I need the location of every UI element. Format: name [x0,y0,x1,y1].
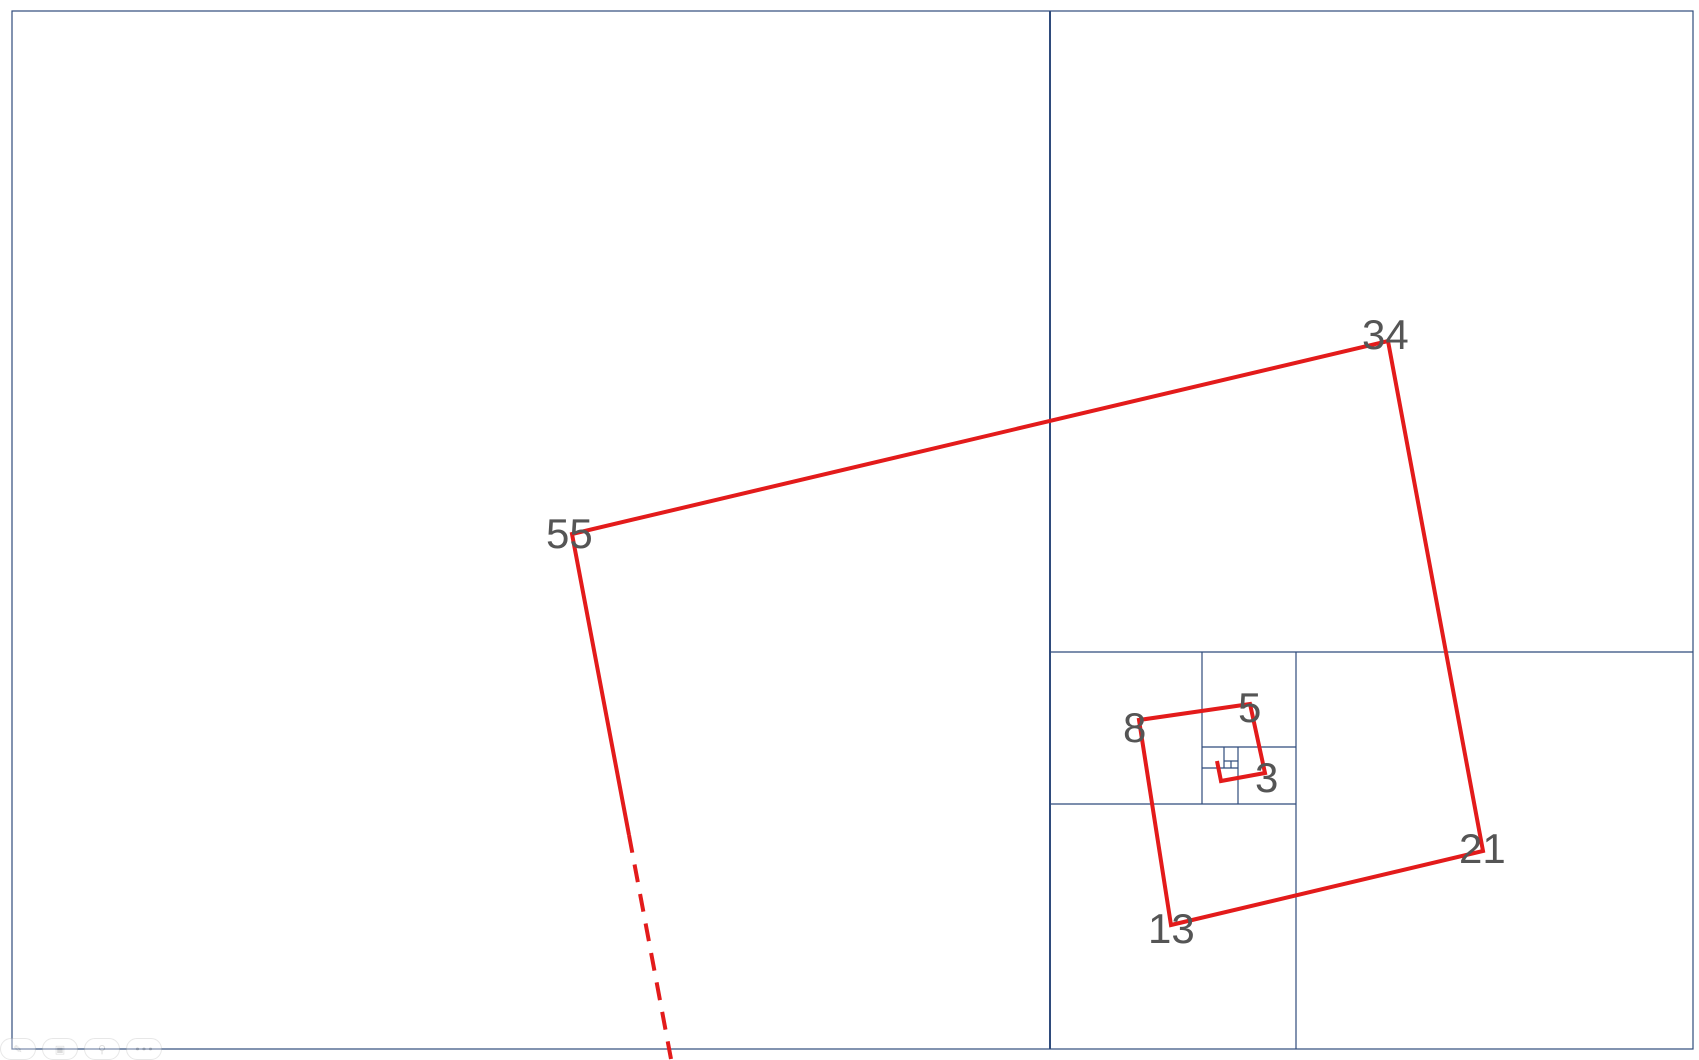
vertex-labels: 3 5 8 13 21 34 55 [546,311,1506,952]
label-55: 55 [546,510,593,557]
square-grid [11,10,1694,1050]
label-3: 3 [1255,754,1278,801]
spiral-solid [569,338,1486,928]
label-5: 5 [1238,684,1261,731]
spiral-dashed-extension [627,834,673,1060]
slide-toolbar: ✎ ▣ ⚲ ••• [0,1038,162,1060]
label-8: 8 [1123,704,1146,751]
outer-frame [11,10,1694,1050]
label-21: 21 [1459,825,1506,872]
pen-icon[interactable]: ✎ [0,1038,36,1060]
label-13: 13 [1148,905,1195,952]
label-34: 34 [1362,311,1409,358]
spiral-path [569,338,1486,1060]
zoom-icon[interactable]: ⚲ [84,1038,120,1060]
save-icon[interactable]: ▣ [42,1038,78,1060]
more-icon[interactable]: ••• [126,1038,162,1060]
